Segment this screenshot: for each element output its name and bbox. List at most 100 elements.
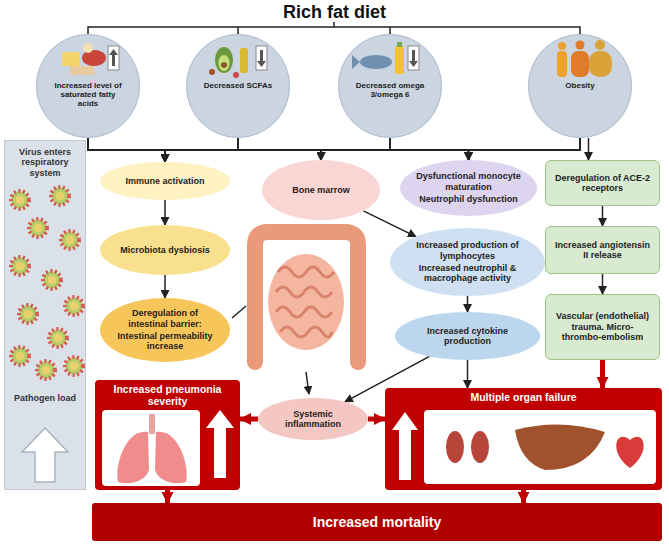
illustration-part bbox=[221, 62, 227, 68]
illustration-part bbox=[61, 231, 79, 249]
illustration-part bbox=[51, 187, 69, 205]
node-text: Bone marrow bbox=[292, 185, 350, 195]
connector-arrow bbox=[363, 211, 416, 237]
node-text: Microbiota dysbiosis bbox=[120, 245, 210, 255]
fish-oil-icon bbox=[352, 42, 419, 74]
connector-arrow bbox=[467, 296, 469, 312]
process-box: Increased angiotensin II release bbox=[545, 226, 660, 274]
illustration-part bbox=[109, 49, 118, 66]
connector-arrow bbox=[588, 138, 590, 160]
process-box: Deregulation of ACE-2 receptors bbox=[545, 160, 660, 206]
diet-circle: Increased level of saturated fatty acids bbox=[36, 34, 140, 138]
illustration-part bbox=[595, 40, 605, 50]
illustration-part bbox=[70, 66, 94, 75]
node-text: Systemic inflammation bbox=[272, 409, 354, 430]
connector-arrow bbox=[602, 206, 604, 226]
illustration-part bbox=[515, 424, 605, 470]
process-oval: Immune activation bbox=[100, 162, 230, 200]
connector-arrow bbox=[165, 138, 580, 162]
process-box: Vascular (endothelial) trauma. Micro- th… bbox=[545, 294, 660, 360]
diet-circles bbox=[36, 34, 632, 138]
outcome-bar: Increased mortality bbox=[92, 503, 662, 541]
illustration-part bbox=[82, 50, 106, 66]
process-oval: Dysfunctional monocyte maturationNeutrop… bbox=[400, 160, 537, 216]
connector-arrow bbox=[88, 138, 321, 160]
illustration-part bbox=[65, 357, 83, 375]
illustration-part bbox=[471, 431, 489, 463]
node-text: Decreased SCFAs bbox=[204, 81, 272, 90]
illustration-part bbox=[29, 219, 47, 237]
illustration-part bbox=[408, 46, 419, 70]
illustration-part bbox=[19, 305, 37, 323]
illustration-part bbox=[11, 257, 29, 275]
connector-arrow bbox=[345, 356, 430, 402]
pneumonia-panel bbox=[95, 380, 240, 490]
connector-arrow bbox=[88, 138, 469, 160]
fat-food-icon bbox=[62, 43, 119, 75]
connector-arrow bbox=[238, 138, 469, 160]
connector-arrow bbox=[321, 138, 580, 160]
node-text: Increased mortality bbox=[313, 514, 441, 530]
node-text: Neutrophil dysfunction bbox=[419, 194, 518, 204]
virus-panel bbox=[4, 140, 86, 490]
illustration-part bbox=[589, 51, 612, 77]
illustration-part bbox=[155, 432, 187, 484]
illustration-part bbox=[576, 41, 585, 50]
node-text: Immune activation bbox=[125, 176, 204, 186]
connector-arrow bbox=[164, 200, 166, 225]
illustration-part bbox=[22, 428, 68, 482]
process-oval: Deregulation of intestinal barrier:Intes… bbox=[100, 298, 230, 362]
illustration-part bbox=[232, 306, 309, 394]
intestine bbox=[232, 232, 358, 394]
connector-arrow bbox=[469, 138, 581, 160]
illustration-part bbox=[36, 34, 140, 138]
illustration-part bbox=[219, 55, 230, 71]
illustration-part bbox=[11, 347, 29, 365]
illustration-part bbox=[88, 22, 580, 34]
illustration-part bbox=[256, 46, 267, 70]
fibre-food-icon bbox=[209, 46, 267, 78]
illustration-part bbox=[95, 380, 240, 490]
node-text: Increased production of lymphocytes bbox=[404, 240, 531, 261]
illustration-part bbox=[206, 410, 234, 478]
connector-arrow bbox=[602, 274, 604, 294]
node-text: Decreased omega 3/omega 6 bbox=[352, 81, 428, 99]
node-text: Virus enters respiratory system bbox=[9, 147, 81, 178]
illustration-part bbox=[446, 431, 464, 463]
process-oval: Increased production of lymphocytesIncre… bbox=[390, 228, 545, 296]
illustration-part bbox=[215, 47, 233, 73]
diet-circle: Decreased SCFAs bbox=[186, 34, 290, 138]
node-text: Obesity bbox=[565, 81, 594, 90]
illustration-part bbox=[233, 72, 239, 78]
node-text: Intestinal permeability increase bbox=[114, 331, 216, 352]
illustration-part bbox=[102, 410, 200, 486]
obesity-icon bbox=[557, 40, 612, 77]
illustration-part bbox=[255, 232, 358, 362]
illustration-part bbox=[65, 297, 83, 315]
diet-circle: Obesity bbox=[528, 34, 632, 138]
connector-arrow bbox=[238, 138, 321, 160]
connector-arrow bbox=[600, 360, 605, 388]
illustration-part bbox=[257, 50, 266, 67]
illustration-part bbox=[397, 42, 402, 47]
illustration-part bbox=[395, 46, 404, 74]
process-oval: Systemic inflammation bbox=[258, 398, 368, 440]
process-oval: Bone marrow bbox=[262, 160, 380, 220]
outcome-box: Multiple organ failure bbox=[385, 388, 662, 490]
illustration-part bbox=[392, 412, 418, 480]
process-oval: Increased cytokine production bbox=[395, 312, 540, 360]
outcome-box: Increased pneumonia severity bbox=[95, 380, 240, 490]
illustration-part bbox=[616, 437, 643, 468]
illustration-part bbox=[186, 34, 290, 138]
node-text: Deregulation of intestinal barrier: bbox=[114, 308, 216, 329]
illustration-part bbox=[117, 432, 149, 484]
illustration-part bbox=[268, 254, 344, 350]
connector-arrow bbox=[390, 138, 469, 160]
illustration-part bbox=[43, 271, 61, 289]
illustration-part bbox=[149, 414, 155, 434]
illustration-part bbox=[352, 55, 360, 69]
process-oval: Microbiota dysbiosis bbox=[100, 225, 230, 275]
connector-arrow bbox=[467, 360, 469, 388]
illustration-part bbox=[557, 51, 567, 77]
